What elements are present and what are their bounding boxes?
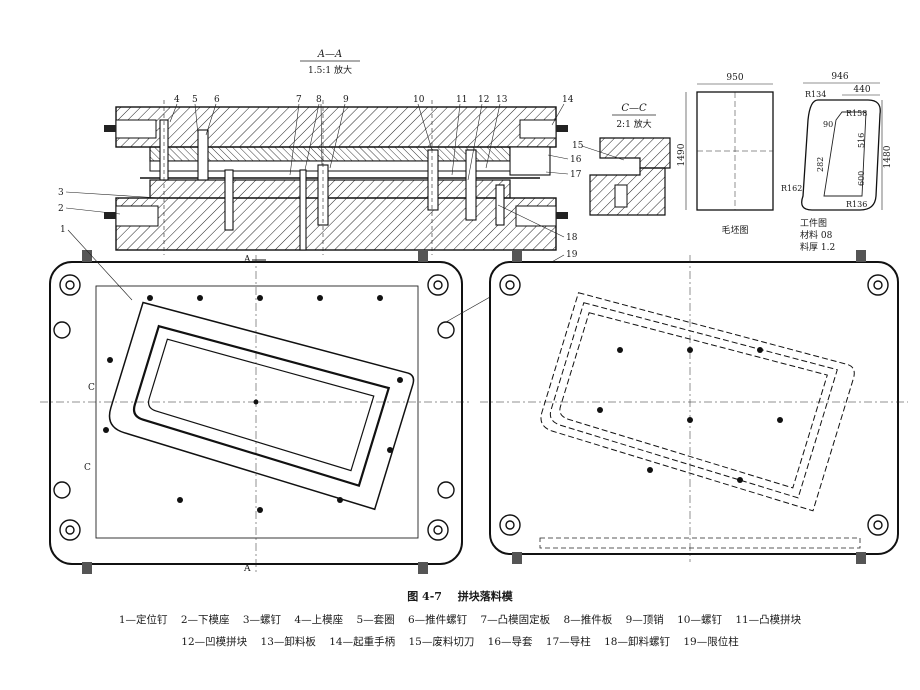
legend-item: 6—推件螺钉: [407, 614, 468, 626]
die-block-row: [149, 179, 511, 199]
blank-height-dim: 1490: [677, 143, 687, 166]
legend-item: 17—导柱: [545, 636, 591, 648]
section-mark-c-left: C: [88, 383, 95, 393]
blank-label: 毛坯图: [721, 224, 748, 236]
part-label-15: 15: [572, 141, 584, 151]
workpiece-outline: [801, 99, 881, 211]
workpiece-thickness: 料厚 1.2: [800, 241, 835, 253]
section-mark-c-right: C: [84, 463, 91, 473]
part-label-9: 9: [343, 95, 349, 105]
upper-die-base: [115, 106, 557, 148]
section-cc-view: C—C 2:1 放大 15: [572, 103, 671, 216]
part-label-11: 11: [456, 95, 467, 105]
part-label-18: 18: [566, 233, 578, 243]
legend-item: 5—套圈: [356, 614, 395, 626]
section-aa-label: A—A: [317, 49, 342, 60]
wp-dim-1480: 1480: [883, 145, 893, 168]
workpiece-drawing: 946 440 R134 R158 90 516 282 600 1480 R1…: [781, 72, 893, 253]
legend-item: 7—凸模固定板: [480, 614, 551, 626]
figure-caption: 图 4-7 拼块落料模: [0, 588, 920, 604]
part-label-1: 1: [60, 225, 66, 235]
legend-item: 9—顶销: [625, 614, 664, 626]
workpiece-material: 材料 08: [800, 229, 833, 241]
legend-item: 3—螺钉: [242, 614, 282, 626]
part-label-13: 13: [496, 95, 508, 105]
punch-markers: [597, 347, 783, 483]
section-aa-scale: 1.5:1 放大: [308, 64, 352, 76]
part-label-14: 14: [562, 95, 574, 105]
figure-title: 拼块落料模: [457, 590, 513, 603]
part-label-4: 4: [174, 95, 180, 105]
wp-dim-600: 600: [857, 171, 866, 186]
legend-item: 2—下模座: [180, 614, 230, 626]
legend-item: 12—凹模拼块: [181, 636, 248, 648]
legend-item: 10—螺钉: [677, 614, 722, 626]
part-label-7: 7: [296, 95, 302, 105]
fastener-markers: [103, 295, 403, 513]
wp-dim-r136: R136: [846, 200, 867, 209]
blank-drawing: 950 1490 毛坯图: [677, 73, 774, 236]
wp-dim-282: 282: [816, 157, 825, 172]
legend-item: 13—卸料板: [260, 636, 316, 648]
legend-line-1: 1—定位钉 2—下模座 3—螺钉 4—上模座 5—套圈 6—推件螺钉 7—凸模固…: [0, 612, 920, 627]
wp-dim-r134: R134: [805, 90, 826, 99]
legend-item: 18—卸料螺钉: [604, 636, 670, 648]
wp-dim-516: 516: [857, 133, 866, 148]
section-cc-scale: 2:1 放大: [616, 118, 651, 130]
part-label-6: 6: [214, 95, 220, 105]
wp-dim-946: 946: [831, 72, 848, 82]
wp-dim-r158: R158: [846, 109, 867, 118]
wp-dim-90: 90: [823, 120, 833, 129]
workpiece-label: 工件图: [800, 217, 827, 229]
part-label-17: 17: [570, 170, 582, 180]
figure-number: 图 4-7: [407, 590, 442, 603]
blank-width-dim: 950: [726, 73, 743, 83]
wp-dim-r162: R162: [781, 184, 802, 193]
legend-item: 15—废料切刀: [408, 636, 475, 648]
legend-item: 11—凸模拼块: [735, 614, 802, 626]
part-label-3: 3: [58, 188, 64, 198]
legend-item: 19—限位柱: [683, 636, 739, 648]
part-label-10: 10: [413, 95, 425, 105]
section-cc-label: C—C: [621, 103, 647, 114]
part-label-8: 8: [316, 95, 322, 105]
section-aa-view: A—A 1.5:1 放大: [58, 49, 582, 265]
legend-item: 4—上模座: [294, 614, 344, 626]
part-label-12: 12: [478, 95, 489, 105]
part-label-5: 5: [192, 95, 198, 105]
part-label-16: 16: [570, 155, 582, 165]
legend-line-2: 12—凹模拼块 13—卸料板 14—起重手柄 15—废料切刀 16—导套 17—…: [0, 634, 920, 649]
section-mark-a-bottom: A: [243, 564, 251, 574]
legend-item: 1—定位钉: [118, 614, 168, 626]
upper-die-plan-view: [480, 250, 908, 564]
wp-dim-440: 440: [853, 85, 870, 95]
part-label-19: 19: [566, 250, 578, 260]
lower-die-plan-view: 1 A C C 19: [40, 225, 578, 574]
lower-die-base: [115, 197, 557, 251]
part-label-2: 2: [58, 204, 64, 214]
section-mark-a-top: A: [243, 255, 251, 265]
legend-item: 14—起重手柄: [329, 636, 396, 648]
legend-item: 16—导套: [487, 636, 533, 648]
legend-item: 8—推件板: [563, 614, 613, 626]
